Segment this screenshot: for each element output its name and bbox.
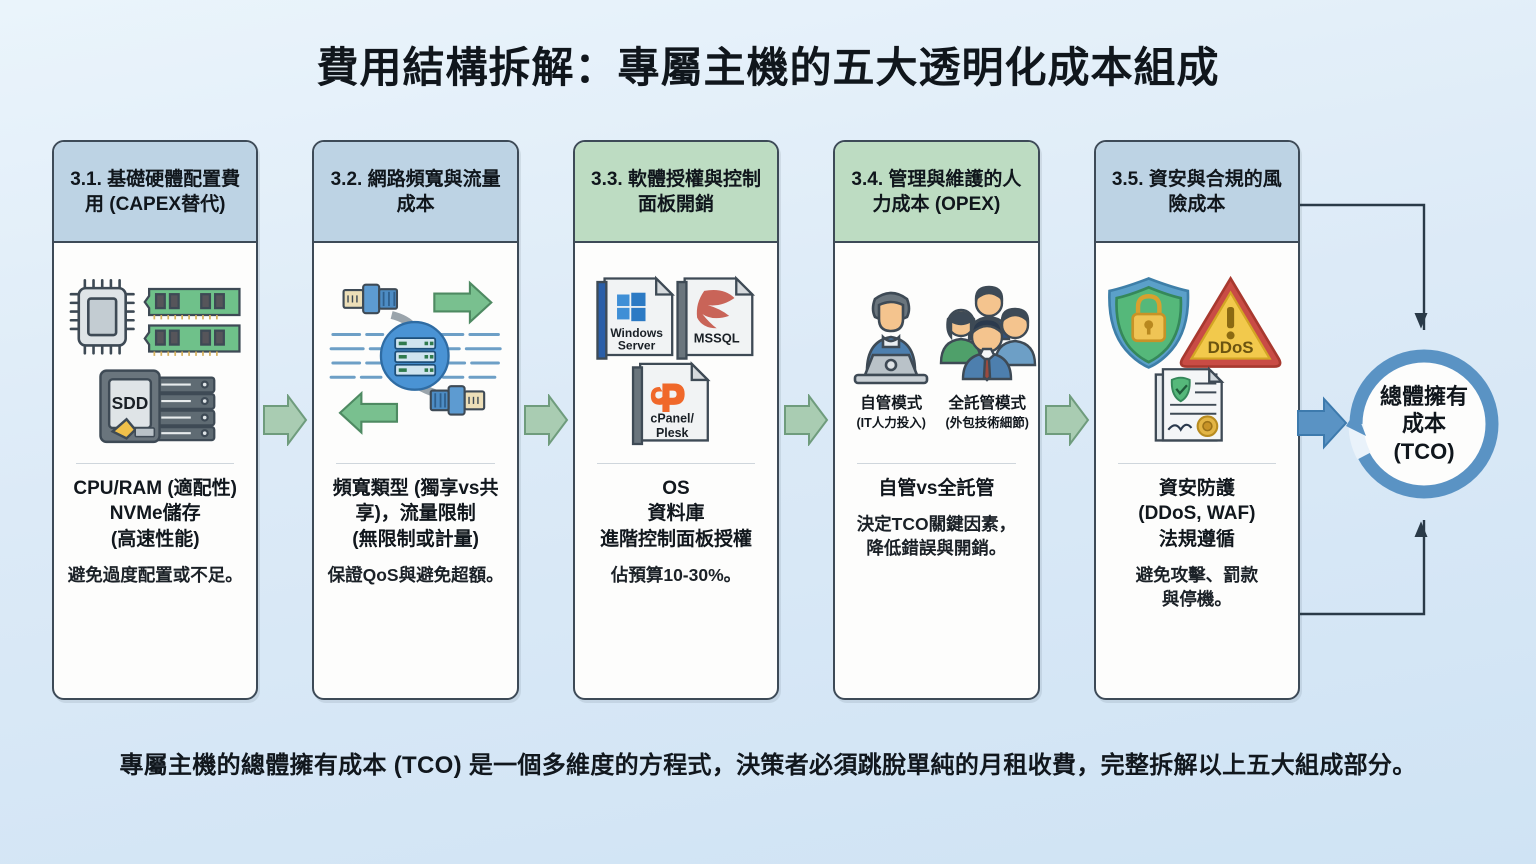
card-note-3-5: 避免攻擊、罰款與停機。 (1135, 565, 1259, 609)
card-text-3-1: CPU/RAM (適配性)NVMe儲存(高速性能) 避免過度配置或不足。 (64, 476, 246, 684)
card-note-3-3: 佔預算10-30%。 (610, 565, 742, 586)
card-keywords-3-5: 資安防護(DDoS, WAF)法規遵循 (1138, 478, 1256, 550)
card-body-3-4: 自管模式 (IT人力投入) (835, 243, 1037, 698)
server-rack-icon (154, 376, 216, 442)
footer-summary: 專屬主機的總體擁有成本 (TCO) 是一個多維度的方程式，決策者必須跳脫單純的月… (119, 752, 1417, 779)
flow-chevron-1 (258, 140, 312, 700)
svg-text:Server: Server (618, 339, 656, 353)
cost-card-3-3[interactable]: 3.3. 軟體授權與控制面板開銷 (572, 140, 780, 700)
card-divider (1117, 463, 1277, 464)
fully-managed-column: 全託管模式 (外包技術細節) (937, 279, 1037, 431)
cost-card-3-1[interactable]: 3.1. 基礎硬體配置費用 (CAPEX替代) (52, 140, 259, 700)
card-keywords-3-4: 自管vs全託管 (878, 478, 995, 499)
card-keywords-3-1: CPU/RAM (適配性)NVMe儲存(高速性能) (73, 478, 237, 550)
tco-ring-icon (1346, 349, 1499, 499)
security-icon-group: DDoS (1106, 249, 1288, 461)
card-body-3-2: 頻寬類型 (獨享vs共享)，流量限制(無限制或計量) 保證QoS與避免超額。 (314, 243, 516, 698)
flow-chevron-4 (1040, 140, 1094, 700)
team-member-left (940, 309, 983, 365)
cost-card-3-5[interactable]: 3.5. 資安與合規的風險成本 (1093, 140, 1301, 700)
svg-text:cPanel/: cPanel/ (650, 412, 694, 426)
data-flow-arrow-icon (338, 280, 494, 435)
svg-text:Plesk: Plesk (656, 426, 689, 440)
card-note-3-1: 避免過度配置或不足。 (67, 565, 243, 586)
shield-lock-icon (1107, 277, 1189, 369)
self-managed-sub: (IT人力投入) (856, 415, 926, 430)
page-title: 費用結構拆解：專屬主機的五大透明化成本組成 (316, 44, 1220, 91)
card-divider (596, 463, 756, 464)
mssql-icon: MSSQL (676, 275, 755, 360)
ddos-label: DDoS (1207, 338, 1253, 357)
ssd-label: SDD (112, 393, 149, 413)
ram-module-icon (143, 287, 241, 356)
cpanel-plesk-icon: cPanel/ Plesk (631, 361, 711, 446)
ddos-warning-icon: DDoS (1179, 275, 1282, 368)
fully-managed-caption: 全託管模式 (948, 395, 1026, 413)
network-icon-group (324, 249, 506, 461)
svg-text:MSSQL: MSSQL (694, 331, 740, 346)
card-header-3-5: 3.5. 資安與合規的風險成本 (1095, 142, 1299, 243)
cost-card-3-2[interactable]: 3.2. 網路頻寬與流量成本 (312, 140, 519, 700)
card-body-3-3: Windows Server MSSQL (575, 243, 777, 698)
ssd-drive-icon: SDD (99, 369, 161, 444)
card-keywords-3-2: 頻寬類型 (獨享vs共享)，流量限制(無限制或計量) (332, 478, 499, 550)
card-text-3-2: 頻寬類型 (獨享vs共享)，流量限制(無限制或計量) 保證QoS與避免超額。 (324, 476, 506, 684)
card-header-3-2: 3.2. 網路頻寬與流量成本 (314, 142, 517, 243)
flow-chevron-2 (519, 140, 573, 700)
fully-managed-sub: (外包技術細節) (945, 415, 1029, 430)
self-managed-column: 自管模式 (IT人力投入) (845, 279, 937, 431)
software-icons-svg: Windows Server MSSQL (596, 275, 755, 446)
card-header-3-1: 3.1. 基礎硬體配置費用 (CAPEX替代) (54, 142, 257, 243)
cpu-chip-icon (69, 278, 135, 355)
card-header-3-4: 3.4. 管理與維護的人力成本 (OPEX) (835, 142, 1038, 243)
tco-node[interactable]: 總體擁有 成本 (TCO) (1340, 340, 1508, 508)
flow-chevron-to-tco (1297, 396, 1348, 450)
management-mode-split: 自管模式 (IT人力投入) (845, 249, 1037, 461)
flow-chevron-3 (779, 140, 833, 700)
compliance-document-icon (1154, 366, 1225, 442)
self-managed-caption: 自管模式 (860, 395, 923, 413)
card-text-3-5: 資安防護(DDoS, WAF)法規遵循 避免攻擊、罰款與停機。 (1106, 476, 1288, 684)
card-divider (336, 463, 495, 464)
card-body-3-1: SDD CPU/RAM (適配性)NVMe儲存(高速性能) 避免過度配置或不足。 (54, 243, 256, 698)
network-icons-svg (330, 280, 503, 435)
tco-line-2: 成本 (1401, 411, 1446, 437)
team-group-icon (940, 286, 1037, 382)
cost-card-3-4[interactable]: 3.4. 管理與維護的人力成本 (OPEX) (833, 140, 1040, 700)
team-member-front (962, 318, 1013, 382)
card-header-3-3: 3.3. 軟體授權與控制面板開銷 (574, 142, 778, 243)
cost-flow-row: 3.1. 基礎硬體配置費用 (CAPEX替代) (52, 140, 1301, 700)
windows-server-icon: Windows Server (596, 275, 675, 360)
svg-text:Windows: Windows (610, 326, 663, 340)
hardware-icons-svg: SDD (69, 278, 241, 444)
software-icon-group: Windows Server MSSQL (585, 249, 767, 461)
network-server-icon (380, 320, 451, 391)
tco-line-1: 總體擁有 (1379, 383, 1468, 409)
person-at-laptop-icon (853, 291, 929, 385)
ethernet-plug-top-icon (342, 283, 399, 315)
hardware-icon-group: SDD (64, 249, 246, 461)
card-note-3-4: 決定TCO關鍵因素，降低錯誤與開銷。 (856, 514, 1017, 558)
security-icons-svg: DDoS (1107, 275, 1282, 442)
people-icon-group: 自管模式 (IT人力投入) (845, 249, 1037, 461)
card-divider (76, 463, 235, 464)
tco-line-3: (TCO) (1393, 438, 1455, 464)
ethernet-plug-bottom-icon (430, 385, 486, 416)
card-note-3-2: 保證QoS與避免超額。 (327, 565, 504, 586)
card-body-3-5: DDoS (1096, 243, 1298, 698)
card-text-3-4: 自管vs全託管 決定TCO關鍵因素，降低錯誤與開銷。 (845, 476, 1027, 684)
tco-label: 總體擁有 成本 (TCO) (1340, 340, 1508, 508)
card-divider (857, 463, 1016, 464)
seal-icon (1196, 415, 1218, 438)
